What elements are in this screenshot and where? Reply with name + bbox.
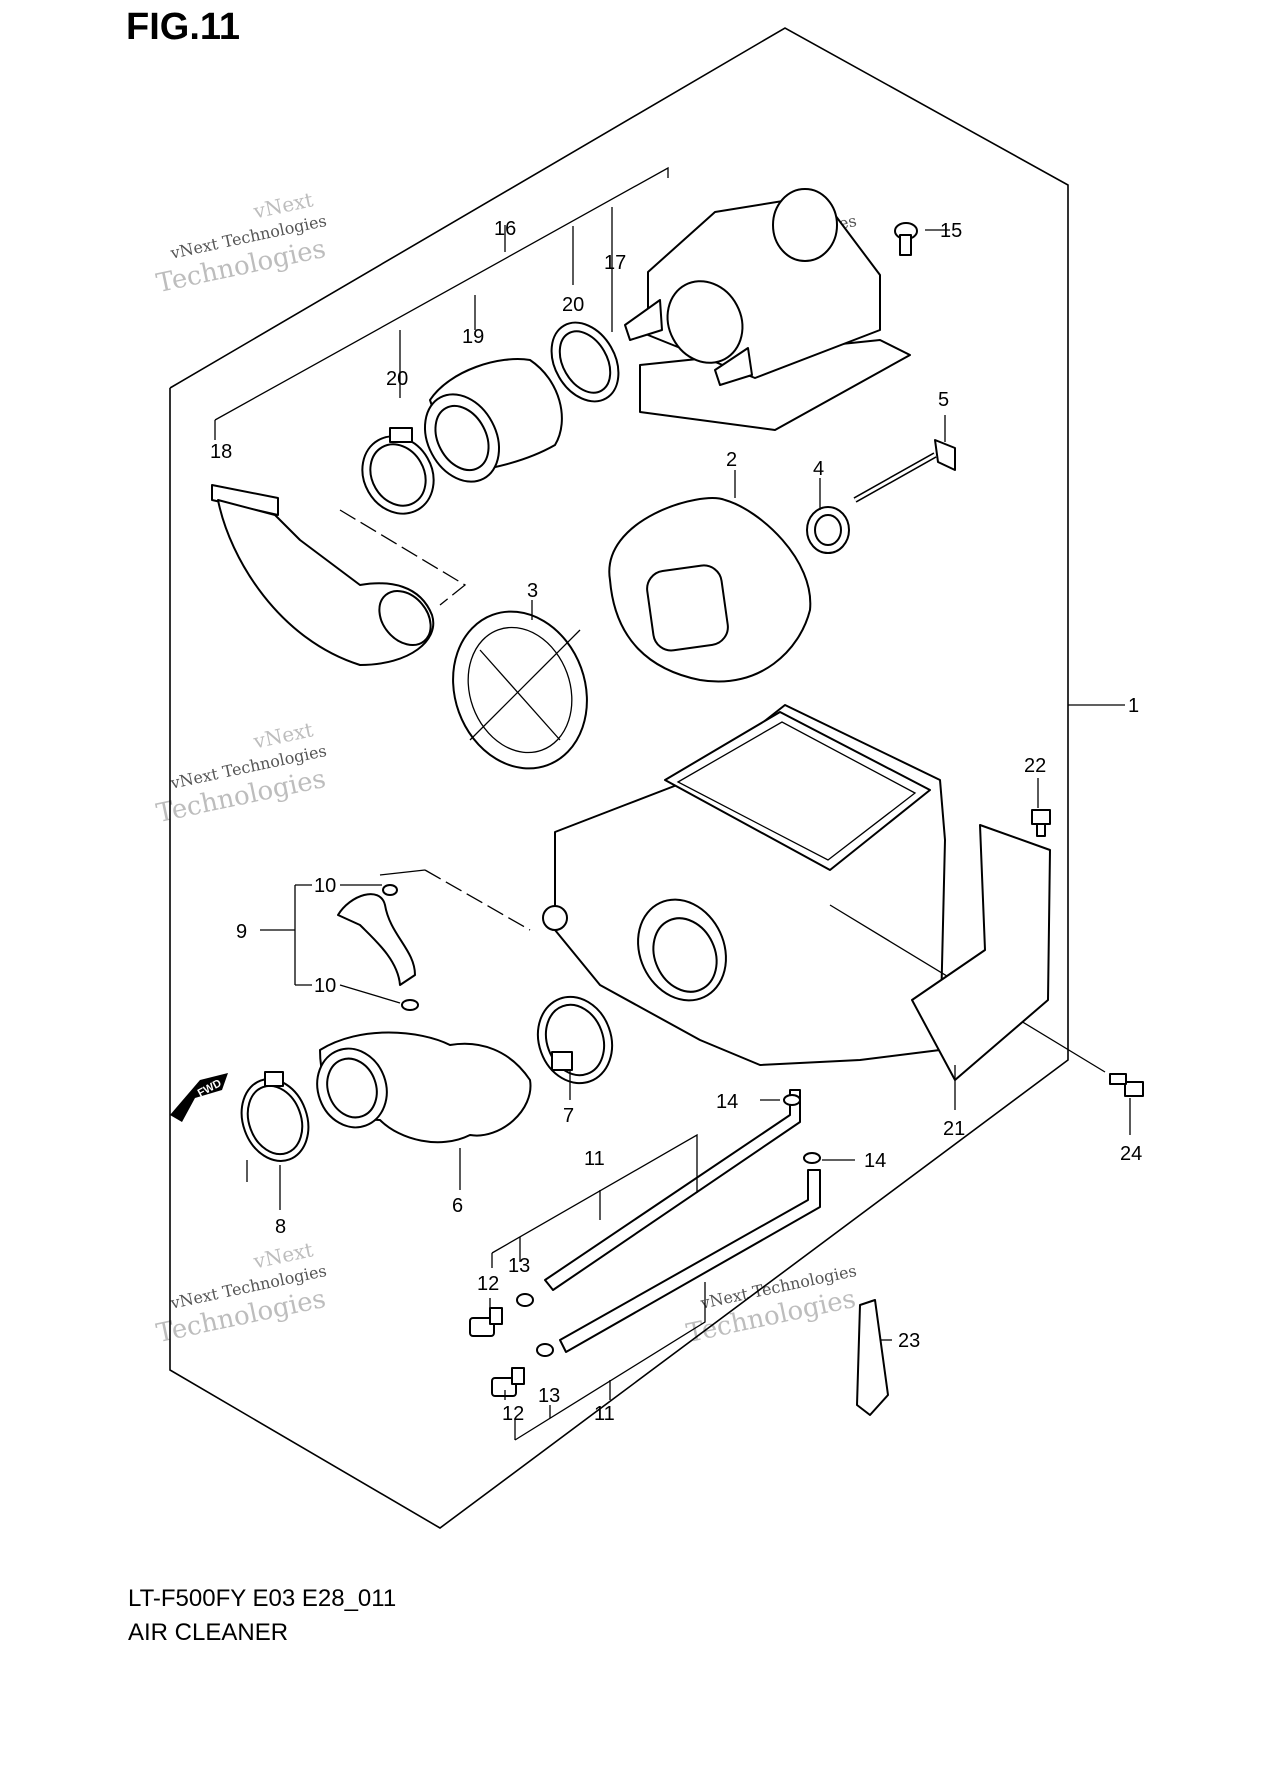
- part-label-12b: 12: [502, 1403, 524, 1425]
- part-label-20b: 20: [386, 368, 408, 390]
- intake-hose-19: [424, 358, 563, 483]
- part-label-14b: 14: [864, 1150, 886, 1172]
- dashed-leader: [339, 509, 467, 606]
- air-cleaner-case-1: [542, 704, 946, 1066]
- part-label-2: 2: [726, 449, 737, 471]
- assembly-frame: [169, 27, 1069, 1529]
- part-label-13a: 13: [508, 1255, 530, 1277]
- fwd-arrow-icon: FWD: [170, 1073, 228, 1122]
- drain-hose-11-lower: [559, 1169, 821, 1353]
- part-label-18: 18: [210, 441, 232, 463]
- part-label-14a: 14: [716, 1091, 738, 1113]
- clip-14-upper: [783, 1094, 801, 1106]
- part-label-10a: 10: [314, 875, 336, 897]
- clamp-20-lower: [361, 427, 435, 515]
- figure-title: FIG.11: [126, 6, 241, 48]
- part-label-5: 5: [938, 389, 949, 411]
- bracket-group-16: [214, 166, 669, 421]
- part-label-12a: 12: [477, 1273, 499, 1295]
- part-label-9: 9: [236, 921, 247, 943]
- clamp-20-upper: [550, 321, 620, 403]
- part-label-22: 22: [1024, 755, 1046, 777]
- breather-hose-9: [337, 893, 416, 986]
- drain-plug-12-lower: [491, 1367, 525, 1397]
- part-label-15: 15: [940, 220, 962, 242]
- caption-name: AIR CLEANER: [128, 1619, 289, 1646]
- diagram-caption: LT-F500FY E03 E28_011 AIR CLEANER: [128, 1582, 396, 1650]
- part-labels: 1 2 3 4 5 6 7 8 9 10 10 11 11 12 12 13 1…: [210, 218, 1142, 1425]
- part-label-13b: 13: [538, 1385, 560, 1407]
- part-label-3: 3: [527, 580, 538, 602]
- clamp-8: [240, 1071, 310, 1162]
- drain-plug-12-upper: [469, 1307, 503, 1337]
- filter-element-2: [608, 497, 812, 683]
- clip-23: [856, 1299, 889, 1416]
- drain-hose-11-upper: [544, 1089, 801, 1291]
- part-label-8: 8: [275, 1216, 286, 1238]
- resonator-box: [624, 188, 911, 431]
- part-label-21: 21: [943, 1118, 965, 1140]
- bracket-leader: [339, 984, 401, 1004]
- part-label-11b: 11: [594, 1403, 615, 1425]
- part-label-17: 17: [604, 252, 626, 274]
- part-label-6: 6: [452, 1195, 463, 1217]
- wing-bolt-5: [853, 439, 956, 503]
- part-label-1: 1: [1128, 695, 1139, 717]
- clip-10-upper: [382, 884, 398, 896]
- part-label-4: 4: [813, 458, 824, 480]
- intake-duct-18: [211, 484, 435, 666]
- part-label-23: 23: [898, 1330, 920, 1352]
- part-label-24: 24: [1120, 1143, 1142, 1165]
- clamp-7: [536, 995, 614, 1085]
- bracket-group-11-upper: [491, 1133, 698, 1254]
- bracket-group-11-lower: [514, 1282, 706, 1441]
- part-label-11a: 11: [584, 1148, 605, 1170]
- clip-13-upper: [516, 1293, 534, 1307]
- part-label-10b: 10: [314, 975, 336, 997]
- bolt-22: [1031, 809, 1051, 837]
- clip-10-lower: [401, 999, 419, 1011]
- caption-model: LT-F500FY E03 E28_011: [128, 1585, 397, 1612]
- dashed-leader: [424, 869, 531, 931]
- part-label-16: 16: [494, 218, 516, 240]
- intake-boot-6: [316, 1031, 532, 1144]
- bolt-24: [1109, 1073, 1144, 1097]
- filter-cage-3: [452, 610, 588, 770]
- part-label-7: 7: [563, 1105, 574, 1127]
- clip-14-lower: [803, 1152, 821, 1164]
- bracket-leader: [379, 869, 426, 876]
- part-label-19: 19: [462, 326, 484, 348]
- collar-4: [806, 506, 850, 554]
- part-label-20a: 20: [562, 294, 584, 316]
- clip-13-lower: [536, 1343, 554, 1357]
- screw-15: [894, 222, 918, 256]
